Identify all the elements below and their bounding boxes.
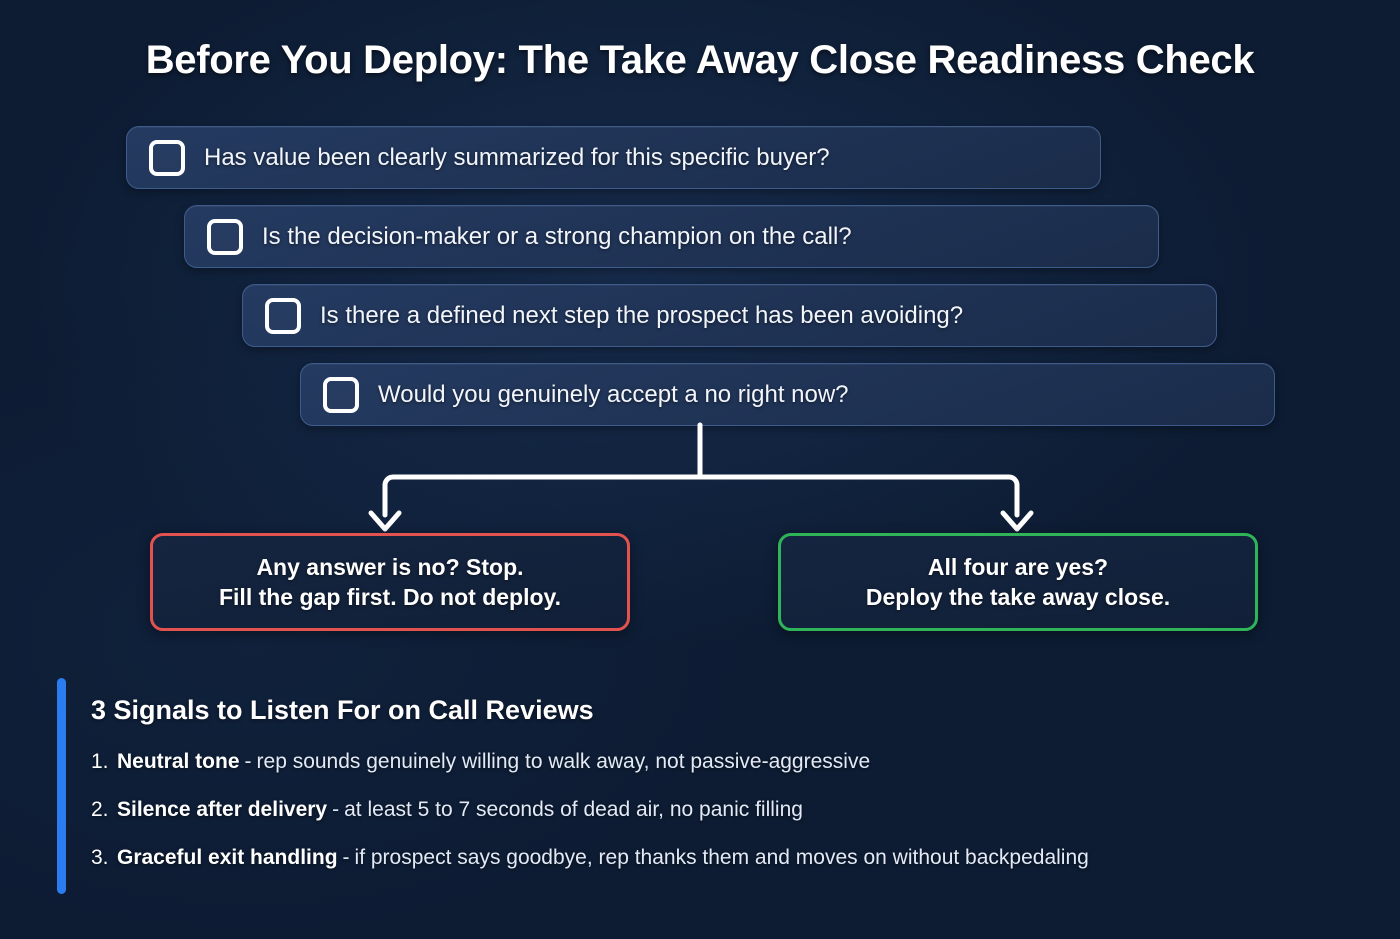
checkbox-icon[interactable] bbox=[149, 139, 185, 176]
arrow-down-right-icon bbox=[1000, 510, 1034, 532]
signal-term: Neutral tone bbox=[117, 750, 240, 773]
checklist-item-label: Has value been clearly summarized for th… bbox=[204, 143, 830, 171]
outcome-deploy-line-1: All four are yes? bbox=[927, 553, 1109, 580]
page-title: Before You Deploy: The Take Away Close R… bbox=[145, 38, 1255, 82]
signal-number: 2. bbox=[91, 798, 109, 821]
checklist-item-label: Is the decision-maker or a strong champi… bbox=[262, 222, 852, 250]
outcome-deploy-box: All four are yes? Deploy the take away c… bbox=[778, 533, 1258, 631]
checklist-item-label: Is there a defined next step the prospec… bbox=[320, 301, 964, 329]
signal-list-item: 2. Silence after delivery - at least 5 t… bbox=[91, 798, 1381, 822]
signals-list: 1. Neutral tone - rep sounds genuinely w… bbox=[91, 750, 1381, 894]
readiness-checklist: Has value been clearly summarized for th… bbox=[0, 126, 1400, 426]
checklist-item-2[interactable]: Is the decision-maker or a strong champi… bbox=[184, 205, 1159, 268]
connector-left-branch bbox=[382, 474, 703, 518]
signal-description: at least 5 to 7 seconds of dead air, no … bbox=[344, 798, 803, 821]
branch-connector-svg bbox=[368, 422, 1034, 532]
signal-description: rep sounds genuinely willing to walk awa… bbox=[256, 750, 871, 773]
checklist-item-label: Would you genuinely accept a no right no… bbox=[378, 380, 849, 408]
checklist-item-4[interactable]: Would you genuinely accept a no right no… bbox=[300, 363, 1275, 426]
branch-connector bbox=[0, 420, 1400, 540]
accent-bar bbox=[57, 678, 66, 894]
arrow-down-left-icon bbox=[368, 510, 402, 532]
outcome-deploy-line-2: Deploy the take away close. bbox=[865, 584, 1171, 610]
outcome-stop-box: Any answer is no? Stop. Fill the gap fir… bbox=[150, 533, 630, 631]
checkbox-icon[interactable] bbox=[323, 376, 359, 413]
signals-title: 3 Signals to Listen For on Call Reviews bbox=[91, 695, 594, 725]
outcome-stop-line-1: Any answer is no? Stop. bbox=[256, 553, 524, 580]
signal-separator: - bbox=[332, 798, 340, 821]
outcome-stop-line-2: Fill the gap first. Do not deploy. bbox=[218, 584, 561, 610]
checklist-item-1[interactable]: Has value been clearly summarized for th… bbox=[126, 126, 1101, 189]
checkbox-icon[interactable] bbox=[265, 297, 301, 334]
signal-term: Graceful exit handling bbox=[117, 846, 338, 869]
signal-separator: - bbox=[342, 846, 350, 869]
checklist-item-3[interactable]: Is there a defined next step the prospec… bbox=[242, 284, 1217, 347]
signal-number: 3. bbox=[91, 846, 109, 869]
signal-term: Silence after delivery bbox=[117, 798, 328, 821]
signal-separator: - bbox=[244, 750, 252, 773]
connector-right-branch bbox=[697, 474, 1020, 518]
signal-description: if prospect says goodbye, rep thanks the… bbox=[354, 846, 1089, 869]
checkbox-icon[interactable] bbox=[207, 218, 243, 255]
signal-number: 1. bbox=[91, 750, 109, 773]
signal-list-item: 1. Neutral tone - rep sounds genuinely w… bbox=[91, 750, 1381, 774]
signal-list-item: 3. Graceful exit handling - if prospect … bbox=[91, 846, 1381, 870]
